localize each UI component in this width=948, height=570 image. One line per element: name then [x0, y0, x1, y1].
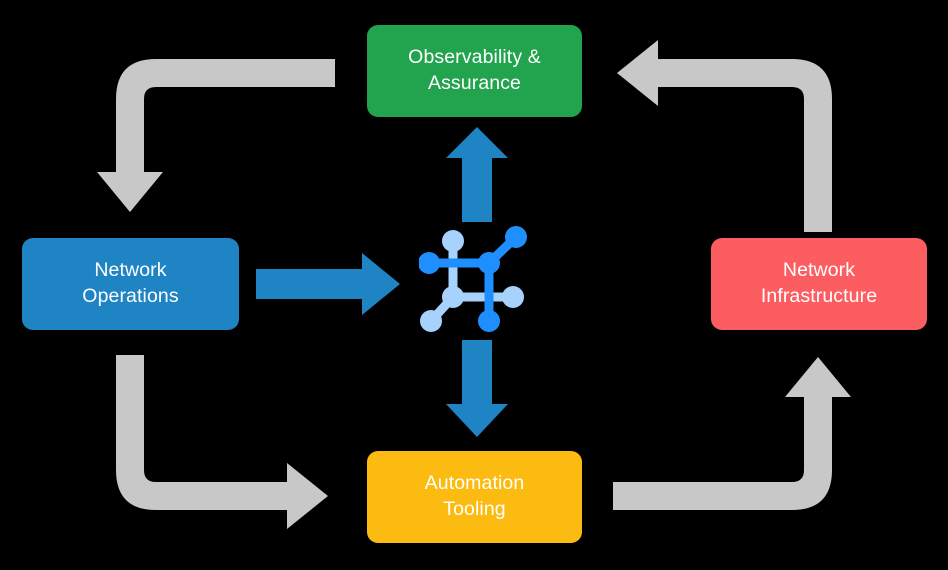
- arrow-operations-to-center: [256, 253, 400, 315]
- arrow-operations-to-automation: [116, 355, 328, 529]
- box-automation-label: Automation Tooling: [424, 472, 525, 520]
- network-mesh-icon: [419, 221, 537, 339]
- arrow-observability-to-operations: [97, 59, 335, 212]
- box-infrastructure-label: Network Infrastructure: [760, 259, 878, 307]
- mesh-nodes-primary: [419, 226, 527, 332]
- box-observability-label: Observability & Assurance: [408, 46, 541, 94]
- arrow-center-to-observability: [446, 127, 508, 222]
- box-observability-assurance[interactable]: Observability & Assurance: [367, 25, 582, 117]
- box-network-infrastructure[interactable]: Network Infrastructure: [711, 238, 927, 330]
- arrow-infrastructure-to-observability: [617, 40, 832, 232]
- network-mesh-icon-svg: [419, 226, 527, 332]
- arrow-automation-to-infrastructure: [613, 357, 851, 510]
- box-network-operations[interactable]: Network Operations: [22, 238, 239, 330]
- mesh-nodes-secondary: [420, 230, 524, 332]
- box-operations-label: Network Operations: [82, 259, 179, 307]
- arrow-center-to-automation: [446, 340, 508, 437]
- box-automation-tooling[interactable]: Automation Tooling: [367, 451, 582, 543]
